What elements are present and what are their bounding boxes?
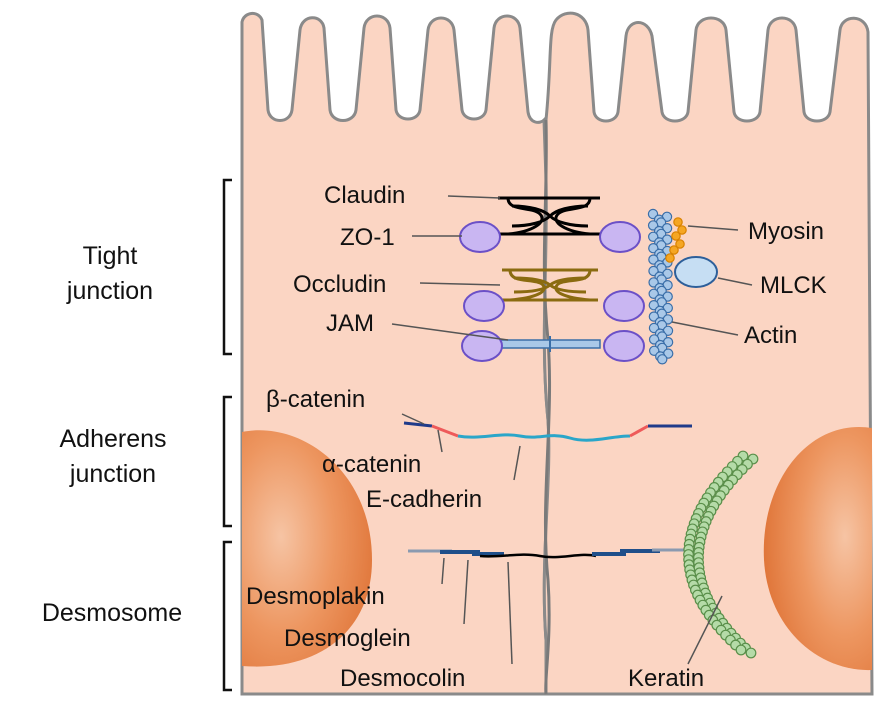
myosin-bead bbox=[670, 246, 678, 254]
desmoglein-label: Desmoglein bbox=[284, 625, 411, 652]
jam-label: JAM bbox=[326, 310, 374, 337]
actin-filament bbox=[648, 209, 672, 364]
beta-catenin-label: β-catenin bbox=[266, 386, 365, 413]
adherens-junction-label: Adherens bbox=[59, 425, 166, 453]
actin-bead bbox=[658, 355, 667, 364]
desmoplakin-label: Desmoplakin bbox=[246, 583, 385, 610]
brackets bbox=[224, 180, 232, 690]
e-cadherin-label: E-cadherin bbox=[366, 486, 482, 513]
zo1-label: ZO-1 bbox=[340, 224, 395, 251]
tight-junction-label: Tight bbox=[83, 242, 138, 270]
keratin-label: Keratin bbox=[628, 665, 704, 692]
myosin-label: Myosin bbox=[748, 218, 824, 245]
desmosome-label: Desmosome bbox=[42, 599, 182, 627]
myosin-bead bbox=[672, 232, 680, 240]
occludin-label: Occludin bbox=[293, 271, 386, 298]
zo1-protein-left-2 bbox=[464, 291, 504, 321]
zo1-protein-right bbox=[600, 222, 640, 252]
tight-junction-label-2: junction bbox=[66, 277, 153, 305]
zo1-protein-right-3 bbox=[604, 331, 644, 361]
claudin-label: Claudin bbox=[324, 182, 405, 209]
mlck-protein bbox=[675, 257, 717, 287]
zo1-protein-left bbox=[460, 222, 500, 252]
zo1-protein-left-3 bbox=[462, 331, 502, 361]
zo1-protein-right-2 bbox=[604, 291, 644, 321]
keratin-bead bbox=[746, 648, 756, 658]
alpha-catenin-label: α-catenin bbox=[322, 451, 421, 478]
keratin-bead bbox=[736, 645, 746, 655]
mlck-label: MLCK bbox=[760, 272, 827, 299]
myosin-bead bbox=[666, 254, 674, 262]
desmocolin-label: Desmocolin bbox=[340, 665, 465, 692]
adherens-junction-label-2: junction bbox=[69, 460, 156, 488]
myosin-bead bbox=[674, 218, 682, 226]
actin-label: Actin bbox=[744, 322, 797, 349]
